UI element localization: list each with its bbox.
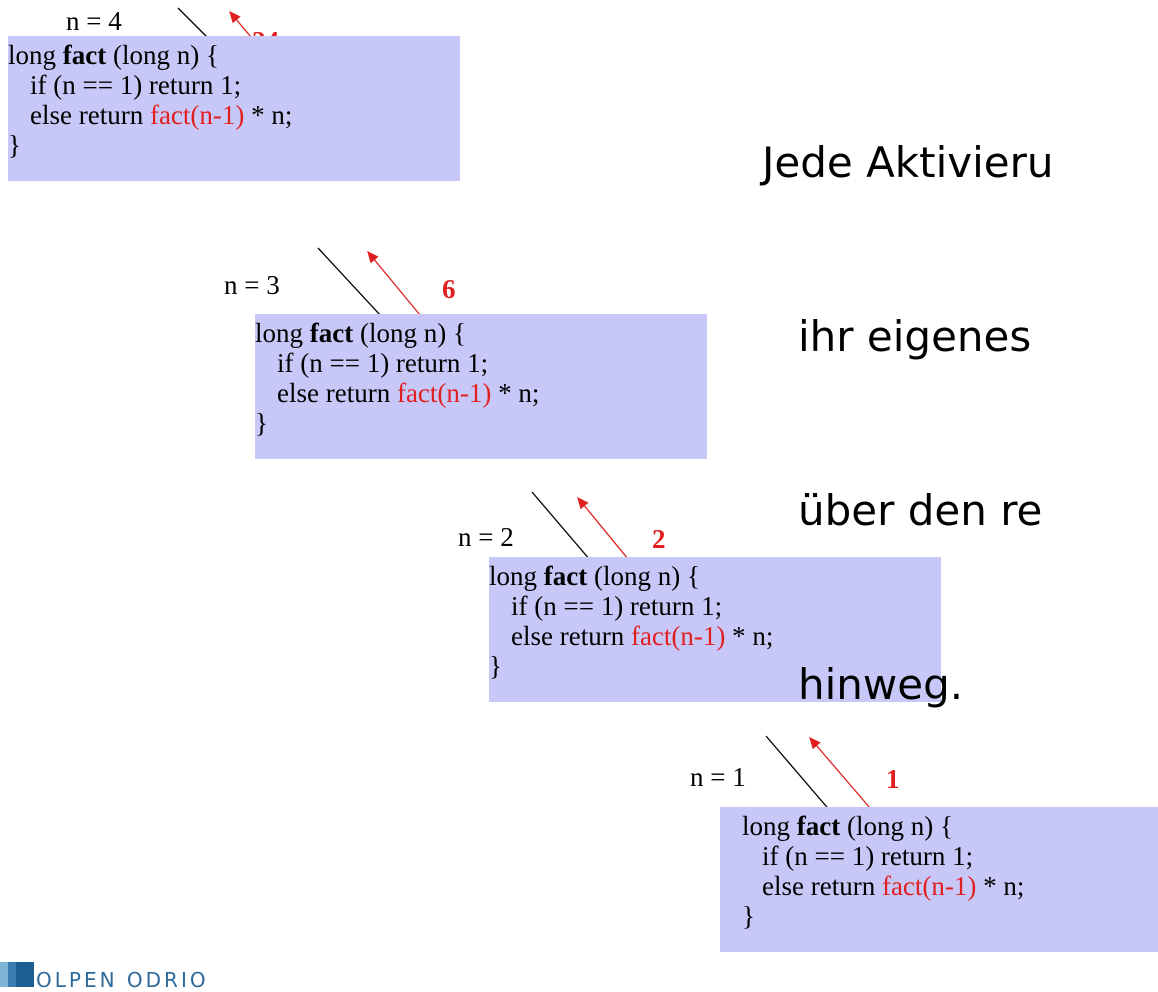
- code-if-line: if (n == 1) return 1;: [277, 348, 489, 378]
- code-close-brace: }: [8, 130, 21, 160]
- code-if-line: if (n == 1) return 1;: [762, 841, 974, 871]
- code-box-n2: long fact (long n) { if (n == 1) return …: [489, 557, 941, 702]
- n-label-4: n = 4: [66, 6, 122, 36]
- code-box-n4: long fact (long n) { if (n == 1) return …: [8, 36, 460, 181]
- description-line-2: ihr eigenes: [798, 312, 1032, 361]
- code-else-line: else return fact(n-1) * n;: [30, 100, 293, 130]
- code-close-brace: }: [742, 901, 755, 931]
- code-else-line: else return fact(n-1) * n;: [277, 378, 540, 408]
- description-line-1: Jede Aktivieru: [762, 138, 1054, 187]
- n-label-3: n = 3: [224, 270, 280, 300]
- code-signature: long fact (long n) {: [489, 561, 700, 591]
- code-close-brace: }: [255, 408, 268, 438]
- code-if-line: if (n == 1) return 1;: [511, 591, 723, 621]
- n-label-1: n = 1: [690, 762, 746, 792]
- return-value-1: 1: [886, 764, 900, 794]
- code-signature: long fact (long n) {: [8, 40, 219, 70]
- logo-text: OLPEN ODRIO: [36, 968, 209, 992]
- return-value-6: 6: [442, 274, 456, 304]
- description-line-3: über den re: [798, 486, 1043, 535]
- call-arrow-n1: [765, 735, 839, 821]
- code-if-line: if (n == 1) return 1;: [30, 70, 242, 100]
- code-signature: long fact (long n) {: [742, 811, 953, 841]
- n-label-2: n = 2: [458, 522, 514, 552]
- code-box-n3: long fact (long n) { if (n == 1) return …: [255, 314, 707, 459]
- code-close-brace: }: [489, 651, 502, 681]
- description-text: Jede Aktivieru ihr eigenes über den re h…: [762, 18, 1054, 772]
- logo-mark-icon: [0, 962, 34, 987]
- code-signature: long fact (long n) {: [255, 318, 466, 348]
- code-box-n1: long fact (long n) { if (n == 1) return …: [720, 807, 1158, 952]
- code-else-line: else return fact(n-1) * n;: [762, 871, 1025, 901]
- description-line-4: hinweg.: [798, 660, 964, 709]
- code-else-line: else return fact(n-1) * n;: [511, 621, 774, 651]
- return-value-2: 2: [652, 524, 666, 554]
